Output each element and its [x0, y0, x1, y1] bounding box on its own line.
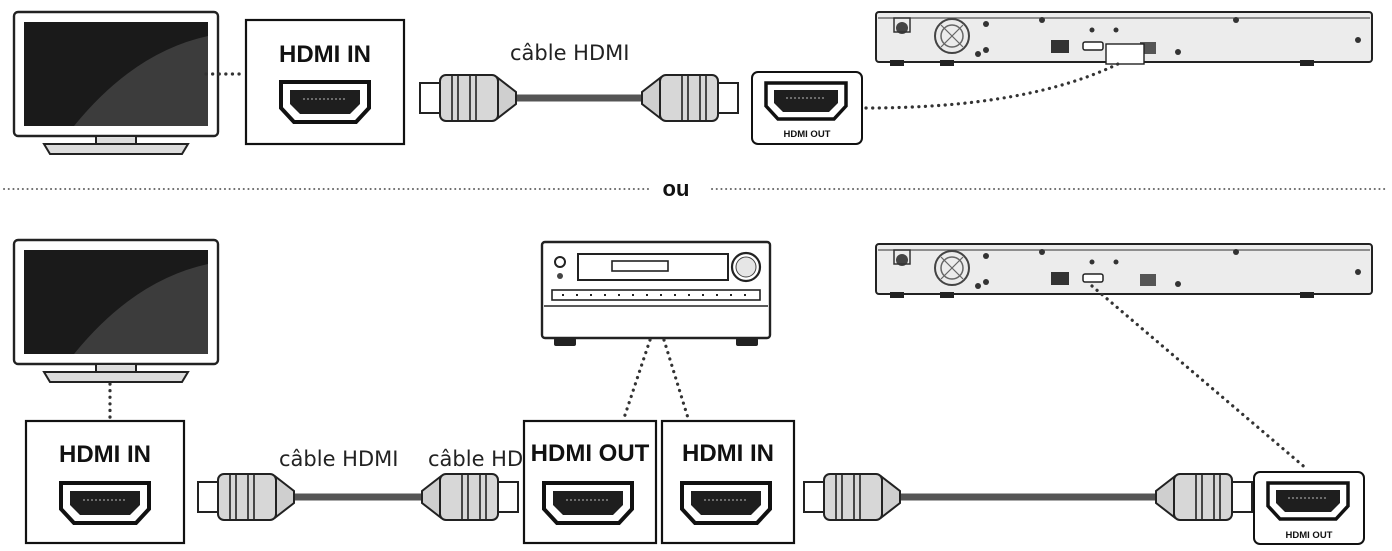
hdmi-plug-icon — [803, 473, 901, 521]
tv-a-hdmi-in-box: HDMI IN — [244, 18, 406, 146]
bluray-player-b — [875, 243, 1373, 299]
player-a-hdmi-out-label: HDMI OUT — [784, 129, 831, 140]
hdmi-plug-icon — [1155, 473, 1253, 521]
option-b-via-receiver: HDMI IN câble HDMI câble HDMI HDMI OUT H… — [12, 238, 1373, 545]
separator-label: ou — [663, 176, 690, 201]
tv-b-hdmi-in-label: HDMI IN — [59, 441, 151, 468]
receiver-hdmi-in-box: HDMI IN — [660, 419, 796, 545]
hdmi-plug-icon — [641, 74, 739, 122]
tv-b-hdmi-in-box: HDMI IN — [24, 419, 186, 545]
tv-a — [12, 10, 220, 156]
player-a-hdmi-out-box: HDMI OUT — [751, 71, 863, 145]
option-a-tv-direct: HDMI IN câble HDMI HDMI OUT — [12, 10, 1373, 156]
receiver-in-dotted-line — [662, 338, 690, 420]
hdmi-cable-b-left: câble HDMI câble HDMI — [197, 447, 547, 521]
cable-a-label: câble HDMI — [510, 41, 629, 65]
tv-b — [12, 238, 220, 384]
separator: ou — [3, 176, 1389, 201]
hdmi-cable-a: câble HDMI — [419, 41, 739, 122]
hdmi-out-port-icon — [542, 481, 634, 525]
receiver-out-dotted-line — [622, 338, 652, 420]
cable-b-left-label: câble HDMI — [279, 447, 398, 471]
hdmi-out-port-icon — [1266, 481, 1350, 521]
hdmi-in-port-icon — [59, 481, 151, 525]
hdmi-plug-icon — [421, 473, 519, 521]
receiver-hdmi-out-label: HDMI OUT — [531, 440, 650, 467]
hdmi-cable-b-right — [803, 473, 1253, 521]
hdmi-plug-icon — [197, 473, 295, 521]
tv-a-hdmi-in-label: HDMI IN — [279, 41, 371, 68]
player-a-dotted-line — [864, 60, 1124, 110]
player-b-hdmi-out-label: HDMI OUT — [1286, 530, 1333, 541]
hdmi-plug-icon — [419, 74, 517, 122]
hdmi-in-port-icon — [279, 80, 371, 124]
av-receiver — [540, 240, 772, 348]
receiver-hdmi-in-label: HDMI IN — [682, 440, 774, 467]
player-b-hdmi-out-box: HDMI OUT — [1253, 471, 1365, 545]
hdmi-in-port-icon — [680, 481, 772, 525]
player-a-hdmi-port-highlight — [1105, 43, 1145, 65]
receiver-hdmi-out-box: HDMI OUT — [522, 419, 658, 545]
player-b-dotted-line — [1090, 284, 1310, 472]
hdmi-out-port-icon — [764, 81, 848, 121]
